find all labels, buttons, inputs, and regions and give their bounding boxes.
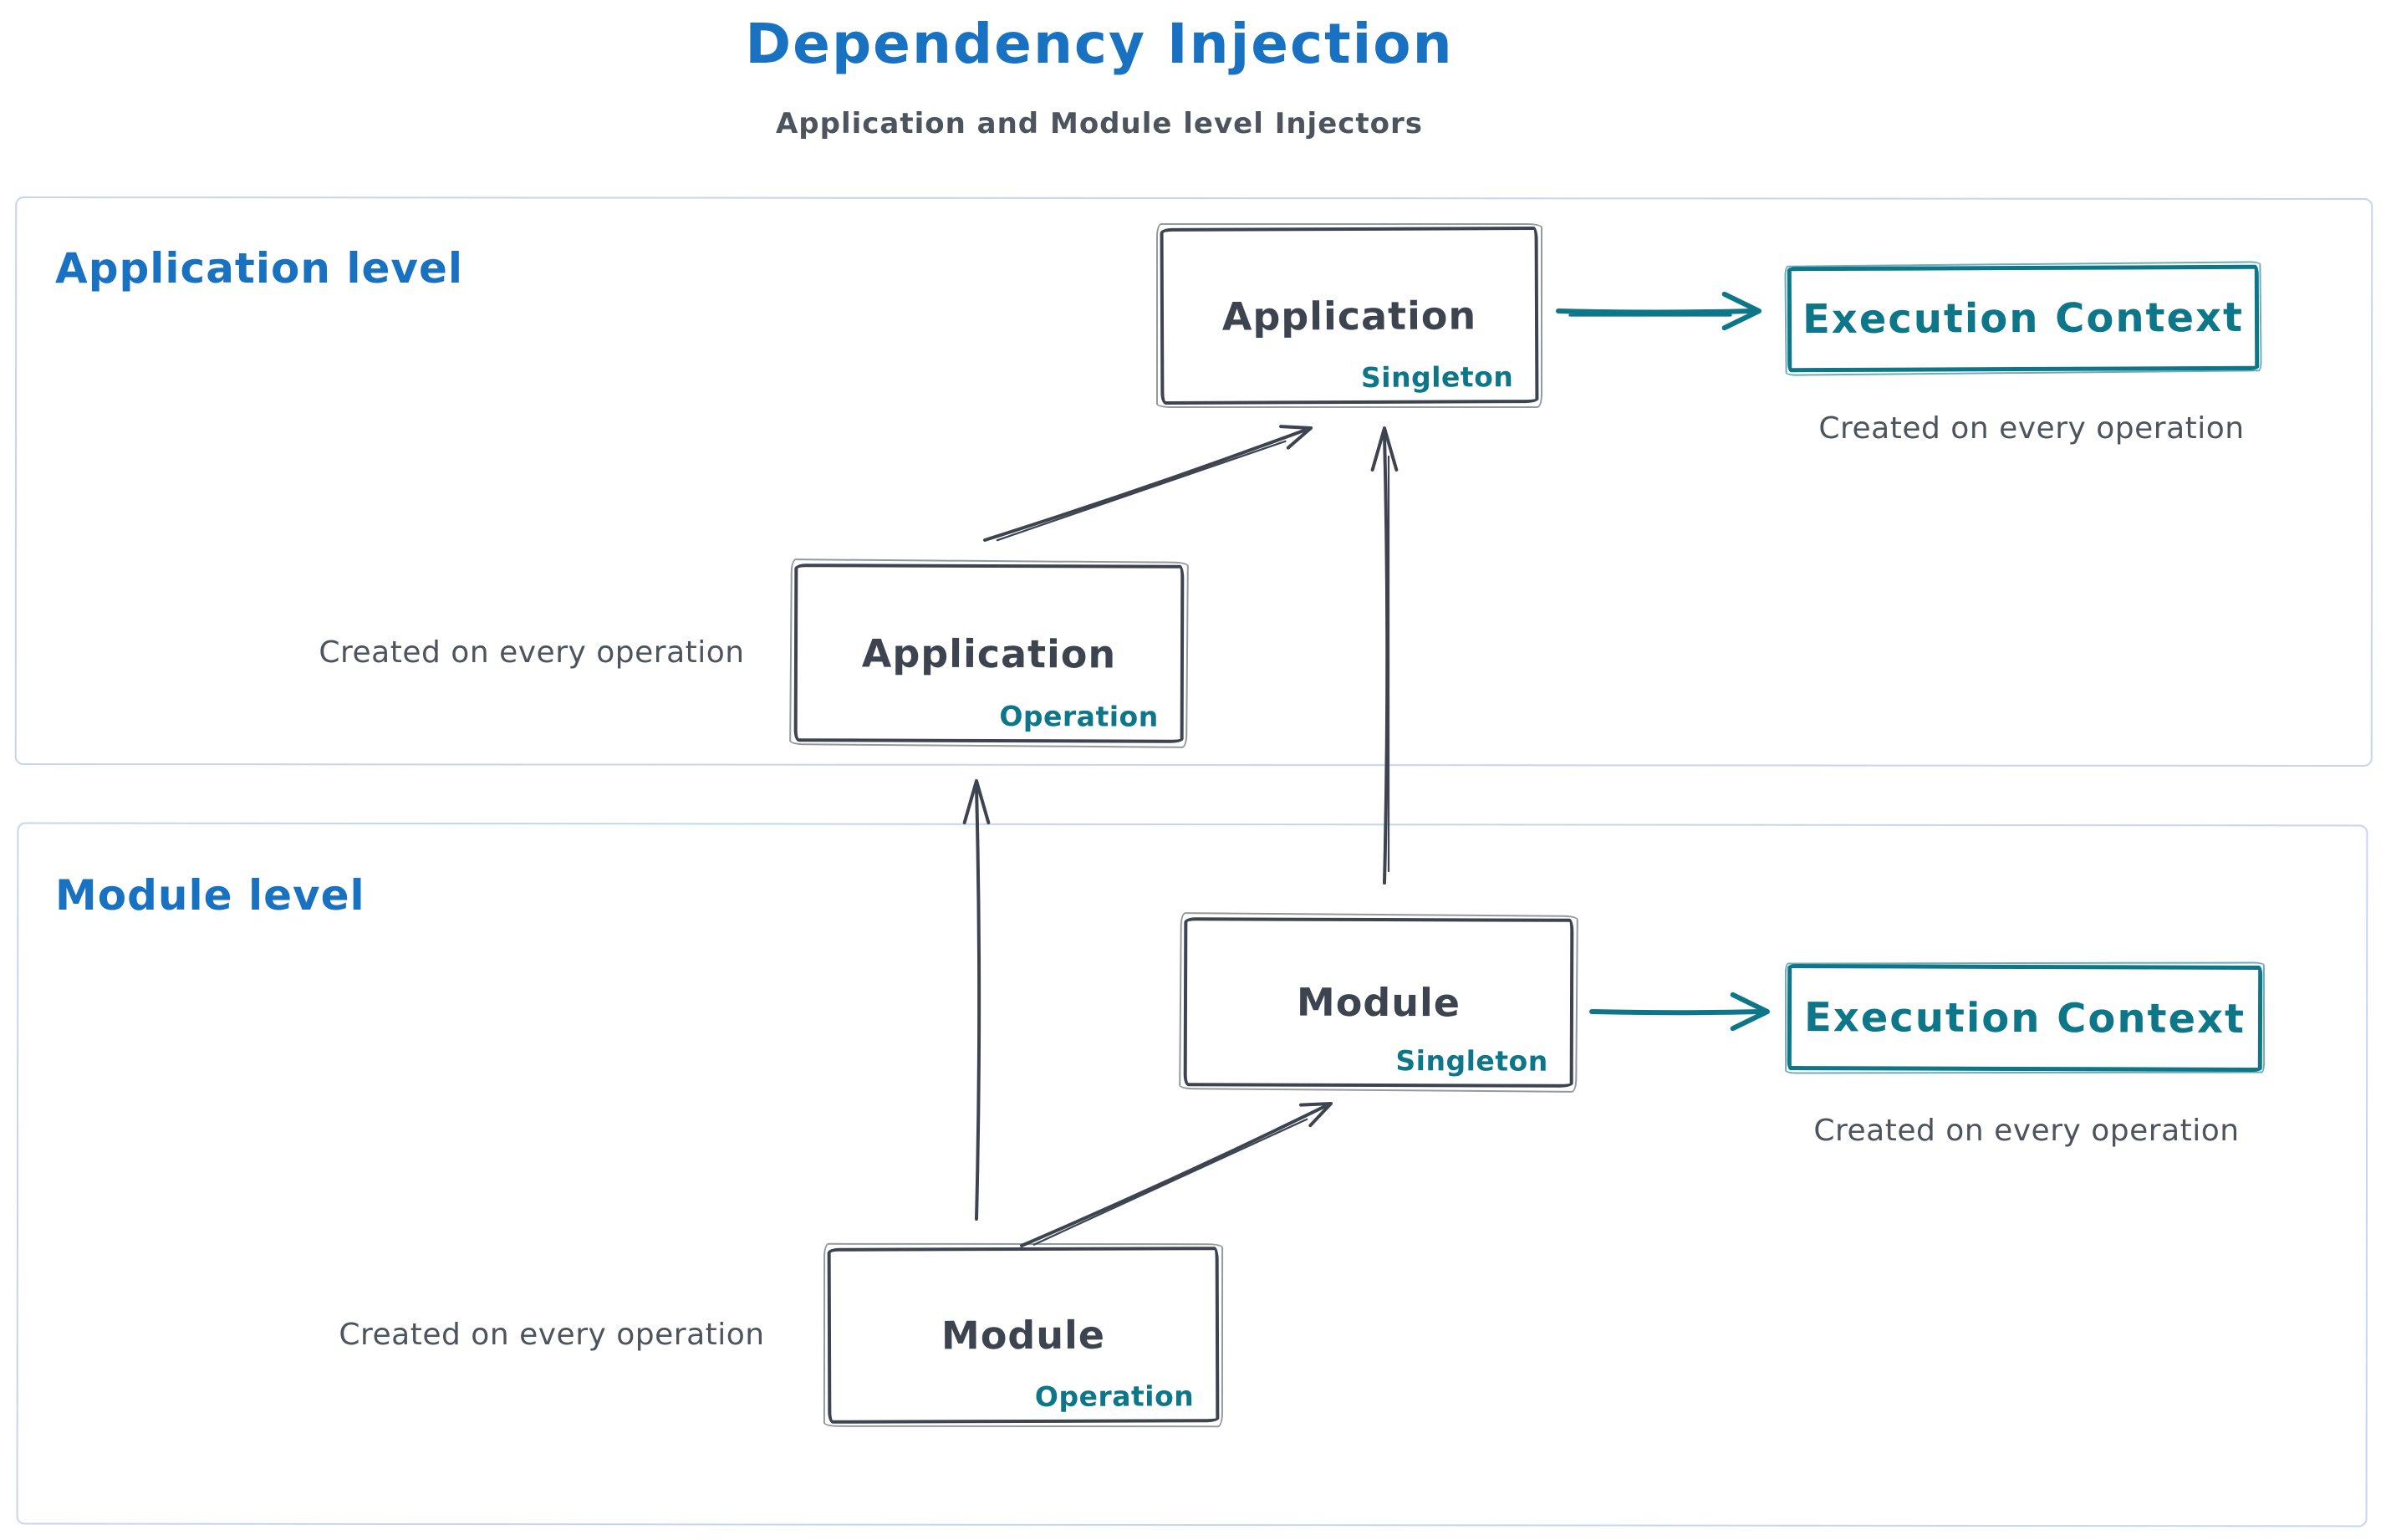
node-execution-context-application: Execution Context xyxy=(1787,264,2260,373)
node-module-singleton-title: Module xyxy=(1296,979,1461,1026)
note-app-execution-context: Created on every operation xyxy=(1818,411,2245,446)
note-app-operation: Created on every operation xyxy=(319,635,745,670)
note-module-operation: Created on every operation xyxy=(339,1318,765,1352)
node-module-singleton: Module Singleton xyxy=(1183,917,1574,1088)
diagram-subtitle: Application and Module level Injectors xyxy=(775,107,1424,140)
node-module-singleton-badge: Singleton xyxy=(1395,1044,1548,1078)
note-module-execution-context: Created on every operation xyxy=(1813,1114,2240,1148)
node-module-operation: Module Operation xyxy=(827,1247,1220,1424)
edge-module-operation-to-app-operation-head xyxy=(962,779,991,824)
node-application-singleton-title: Application xyxy=(1221,292,1477,339)
node-application-operation-badge: Operation xyxy=(999,700,1159,733)
module-level-label: Module level xyxy=(55,871,365,920)
node-module-operation-title: Module xyxy=(941,1312,1106,1359)
execution-context-application-label: Execution Context xyxy=(1802,293,2245,344)
application-level-label: Application level xyxy=(55,244,464,293)
node-application-operation-title: Application xyxy=(861,630,1117,677)
node-application-singleton-badge: Singleton xyxy=(1360,360,1514,394)
diagram-title: Dependency Injection xyxy=(745,12,1454,76)
node-application-operation: Application Operation xyxy=(793,563,1185,743)
node-execution-context-module: Execution Context xyxy=(1787,964,2263,1072)
node-application-singleton: Application Singleton xyxy=(1160,227,1539,405)
node-module-operation-badge: Operation xyxy=(1034,1379,1195,1413)
execution-context-module-label: Execution Context xyxy=(1803,993,2246,1043)
